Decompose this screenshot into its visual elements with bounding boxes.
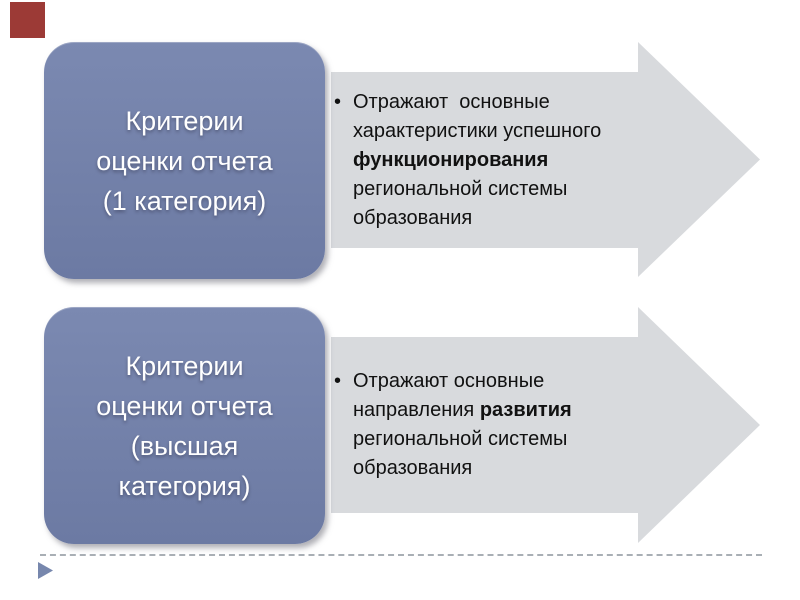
bullet-icon: • bbox=[334, 370, 342, 392]
category-box-1: Критерии оценки отчета (1 категория) bbox=[44, 42, 325, 279]
category-box-label-1: Критерии оценки отчета (1 категория) bbox=[96, 105, 273, 216]
arrow-body-shape-1 bbox=[331, 72, 638, 248]
arrow-description-1: Отражают основные характеристики успешно… bbox=[353, 88, 651, 233]
category-box-label-2: Критерии оценки отчета (высшая категория… bbox=[96, 350, 273, 501]
arrow-body-shape-2 bbox=[331, 337, 638, 513]
bullet-item-1: • Отражают основные характеристики успеш… bbox=[334, 88, 651, 233]
description-text: Отражают основные направления bbox=[353, 370, 550, 421]
bullet-icon: • bbox=[334, 90, 342, 113]
bullet-item-2: • Отражают основные направления развития… bbox=[334, 367, 651, 483]
footer-dashed-divider bbox=[40, 554, 762, 556]
arrow-text-block-1: • Отражают основные характеристики успеш… bbox=[334, 72, 666, 248]
description-bold-text: развития bbox=[479, 399, 572, 421]
description-text: Отражают основные характеристики успешно… bbox=[353, 90, 607, 142]
description-text: региональной системы образования bbox=[353, 399, 578, 479]
description-bold-text: функционирования bbox=[353, 148, 549, 171]
arrow-text-block-2: • Отражают основные направления развития… bbox=[334, 337, 666, 513]
slide-accent-square bbox=[10, 2, 45, 38]
category-box-2: Критерии оценки отчета (высшая категория… bbox=[44, 307, 325, 544]
arrow-description-2: Отражают основные направления развития р… bbox=[353, 367, 651, 483]
footer-triangle-icon bbox=[38, 562, 53, 579]
description-text: региональной системы образования bbox=[353, 148, 573, 229]
